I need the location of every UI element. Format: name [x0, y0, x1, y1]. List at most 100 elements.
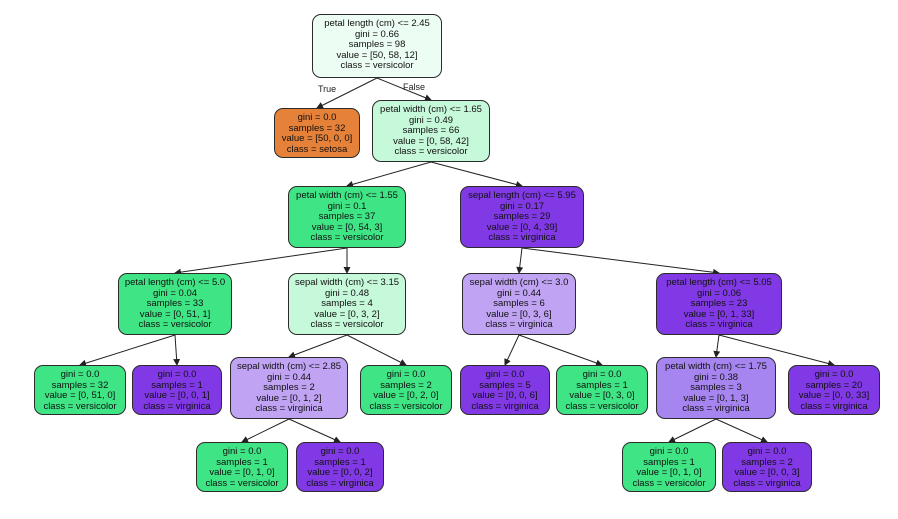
edge-n2-n3: [346, 161, 432, 188]
node-text-line: class = virginica: [800, 400, 868, 412]
node-text-line: value = [0, 3, 0]: [569, 390, 635, 402]
node-text-line: class = virginica: [143, 400, 211, 412]
edge-n2-n4: [430, 161, 523, 188]
edge-n6-n12: [346, 334, 407, 366]
edge-n0-n1: [316, 77, 378, 109]
node-text-line: class = virginica: [306, 477, 374, 489]
node-text-line: class = virginica: [488, 232, 556, 244]
node-text-line: gini = 0.44: [266, 371, 312, 383]
node-text-line: samples = 23: [690, 298, 748, 310]
node-text-line: samples = 1: [643, 456, 695, 468]
node-text-line: value = [0, 4, 39]: [486, 221, 558, 233]
node-text-line: samples = 32: [51, 379, 109, 391]
node-text-line: gini = 0.49: [408, 114, 454, 126]
node-text-line: samples = 1: [216, 456, 268, 468]
node-text-line: sepal width (cm) <= 3.0: [469, 277, 569, 288]
node-text-line: value = [0, 2, 0]: [373, 390, 439, 402]
node-text-line: class = versicolor: [340, 60, 414, 72]
node-text-line: gini = 0.0: [747, 446, 787, 457]
node-text-line: samples = 1: [576, 379, 628, 391]
node-text-line: samples = 6: [493, 298, 545, 310]
node-text-line: class = versicolor: [632, 477, 706, 489]
node-text-line: class = versicolor: [138, 319, 212, 331]
node-text-line: class = virginica: [733, 477, 801, 489]
node-text-line: petal width (cm) <= 1.75: [665, 361, 767, 372]
node-text-line: value = [0, 1, 2]: [256, 392, 322, 404]
node-text-line: gini = 0.0: [60, 369, 100, 380]
node-text-line: class = versicolor: [394, 146, 468, 158]
node-text-line: class = versicolor: [310, 232, 384, 244]
node-text-line: samples = 2: [380, 379, 432, 391]
edge-label-false: False: [403, 82, 426, 92]
node-text-line: value = [0, 58, 42]: [393, 135, 469, 147]
node-text-line: value = [0, 51, 0]: [44, 390, 116, 402]
edge-n7-n14: [518, 334, 603, 367]
node-text-line: samples = 1: [151, 379, 203, 391]
node-text-line: samples = 5: [479, 379, 531, 391]
node-text-line: value = [0, 1, 33]: [683, 308, 755, 320]
node-text-line: class = virginica: [485, 319, 553, 331]
node-text-line: gini = 0.0: [814, 369, 854, 380]
node-text-line: value = [0, 51, 1]: [139, 308, 211, 320]
node-text-line: value = [0, 1, 0]: [209, 467, 275, 479]
node-text-line: value = [0, 3, 6]: [486, 308, 552, 320]
node-text-line: petal width (cm) <= 1.55: [296, 190, 398, 201]
node-text-line: value = [50, 58, 12]: [336, 49, 418, 61]
node-text-line: gini = 0.0: [485, 369, 525, 380]
node-text-line: sepal width (cm) <= 3.15: [294, 277, 400, 288]
node-text-line: gini = 0.44: [496, 287, 542, 299]
node-text-line: samples = 4: [321, 298, 373, 310]
node-text-line: class = versicolor: [310, 319, 384, 331]
node-text-line: samples = 29: [493, 211, 551, 223]
node-text-line: samples = 37: [318, 211, 376, 223]
node-text-line: class = virginica: [685, 319, 753, 331]
node-text-line: class = versicolor: [205, 477, 279, 489]
node-text-line: samples = 2: [741, 456, 793, 468]
edge-label-true: True: [318, 84, 337, 94]
node-text-line: gini = 0.06: [696, 287, 742, 299]
node-text-line: samples = 20: [805, 379, 863, 391]
node-text-line: value = [0, 1, 0]: [636, 467, 702, 479]
node-text-line: value = [0, 0, 2]: [307, 467, 373, 479]
node-text-line: class = virginica: [471, 400, 539, 412]
node-text-line: petal length (cm) <= 2.45: [324, 18, 430, 29]
node-text-line: petal length (cm) <= 5.0: [124, 277, 226, 288]
node-text-line: value = [0, 0, 3]: [734, 467, 800, 479]
node-text-line: value = [0, 0, 1]: [144, 390, 210, 402]
edge-n15-n20: [715, 418, 768, 443]
node-text-line: gini = 0.04: [152, 287, 198, 299]
node-text-line: gini = 0.0: [222, 446, 262, 457]
node-text-line: samples = 1: [314, 456, 366, 468]
node-text-line: sepal width (cm) <= 2.85: [236, 361, 342, 372]
edge-n4-n7: [516, 247, 524, 274]
edge-n3-n5: [174, 247, 348, 276]
node-text-line: class = virginica: [255, 403, 323, 415]
node-text-line: gini = 0.66: [354, 28, 400, 40]
node-text-line: class = virginica: [682, 403, 750, 415]
node-text-line: gini = 0.0: [649, 446, 689, 457]
node-text-line: value = [0, 3, 2]: [314, 308, 380, 320]
node-text-line: gini = 0.0: [582, 369, 622, 380]
node-text-line: class = setosa: [286, 143, 348, 155]
edge-n7-n13: [504, 334, 520, 366]
node-text-line: gini = 0.0: [386, 369, 426, 380]
node-text-line: sepal length (cm) <= 5.95: [468, 190, 576, 201]
